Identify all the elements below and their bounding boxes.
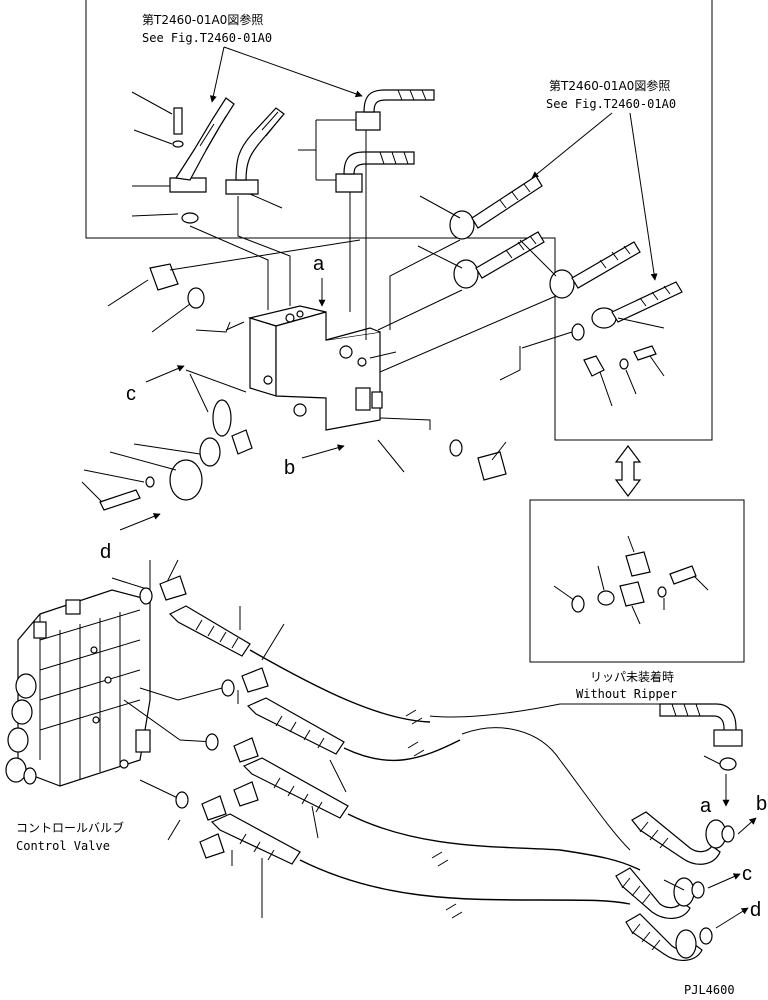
letter-d-bottom: d (750, 899, 761, 921)
long-hose-runs (405, 703, 660, 919)
o-ring-icon (212, 399, 232, 437)
inset-label-en: Without Ripper (576, 687, 677, 701)
o-ring-icon (719, 757, 737, 771)
top-detail-frame (85, 0, 713, 441)
split-flange-icon (619, 581, 645, 607)
flange-icon (169, 459, 203, 501)
letter-b-mid: b (284, 457, 295, 479)
hose-fitting-second (225, 107, 285, 195)
ref-top-en: See Fig.T2460-01A0 (142, 31, 272, 45)
bottom-leaders (111, 559, 347, 918)
double-arrow-icon (614, 445, 642, 497)
o-ring-icon (449, 439, 463, 457)
right-small-parts (571, 323, 657, 377)
drawing-code: PJL4600 (684, 983, 735, 997)
control-valve-assembly (5, 589, 151, 787)
washer-icon (619, 358, 629, 370)
letter-c-mid: c (126, 383, 136, 405)
inset-frame (529, 499, 745, 663)
o-ring-icon (187, 287, 205, 309)
right-plug (449, 439, 507, 481)
letter-d-mid: d (100, 541, 111, 563)
control-valve-label-jp: コントロールバルブ (16, 820, 124, 835)
valve-block (247, 305, 383, 431)
letter-c-bottom: c (742, 863, 752, 885)
o-ring-icon (221, 679, 235, 697)
bolt-icon (633, 345, 657, 361)
flange-hose-4 (591, 281, 683, 329)
flange-hose-1 (449, 175, 543, 240)
bottom-hose-4 (175, 791, 631, 905)
inset-label-jp: リッパ未装着時 (590, 669, 674, 684)
o-ring-icon (699, 927, 713, 945)
right-end-fittings (615, 703, 743, 961)
split-flange-icon (625, 551, 651, 577)
control-valve-label-en: Control Valve (16, 839, 110, 853)
o-ring-icon (571, 323, 585, 341)
bolt-icon (669, 565, 697, 585)
o-ring-icon (721, 825, 735, 843)
o-ring-icon (205, 733, 219, 751)
ref-right-en: See Fig.T2460-01A0 (546, 97, 676, 111)
reference-leaders (209, 46, 658, 281)
ref-top-jp: 第T2460-01A0図参照 (142, 12, 263, 27)
letter-a-top: a (313, 253, 325, 275)
ref-right-jp: 第T2460-01A0図参照 (549, 78, 670, 93)
o-ring-icon (571, 595, 585, 613)
plug-icon (149, 263, 179, 291)
o-ring-icon (181, 212, 199, 224)
washer-icon (145, 476, 155, 488)
letter-a-bottom: a (700, 795, 712, 817)
o-ring-icon (691, 881, 705, 899)
split-flange-icon (583, 355, 605, 377)
bottom-hose-2 (221, 667, 461, 762)
plug-icon (477, 451, 507, 481)
o-ring-icon (139, 587, 153, 605)
flange-hose-2 (453, 231, 545, 289)
left-plug-parts (99, 263, 253, 511)
hose-fitting-elbow-second (335, 151, 415, 193)
bottom-hose-3 (205, 733, 641, 871)
callout-leaders (81, 91, 665, 503)
hose-fitting-left (169, 97, 235, 224)
split-flange-icon (159, 575, 187, 601)
washer-icon (597, 590, 615, 606)
bottom-hose-1 (139, 575, 431, 723)
washer-icon (657, 586, 667, 598)
hose-fitting-elbow-top (355, 89, 435, 131)
bolt-icon (173, 107, 183, 135)
letter-b-bottom: b (756, 793, 767, 815)
flange-hose-3 (549, 241, 641, 299)
o-ring-icon (175, 791, 189, 809)
washer-icon (172, 140, 184, 148)
bolt-icon (99, 489, 141, 511)
inset-parts (553, 535, 709, 625)
